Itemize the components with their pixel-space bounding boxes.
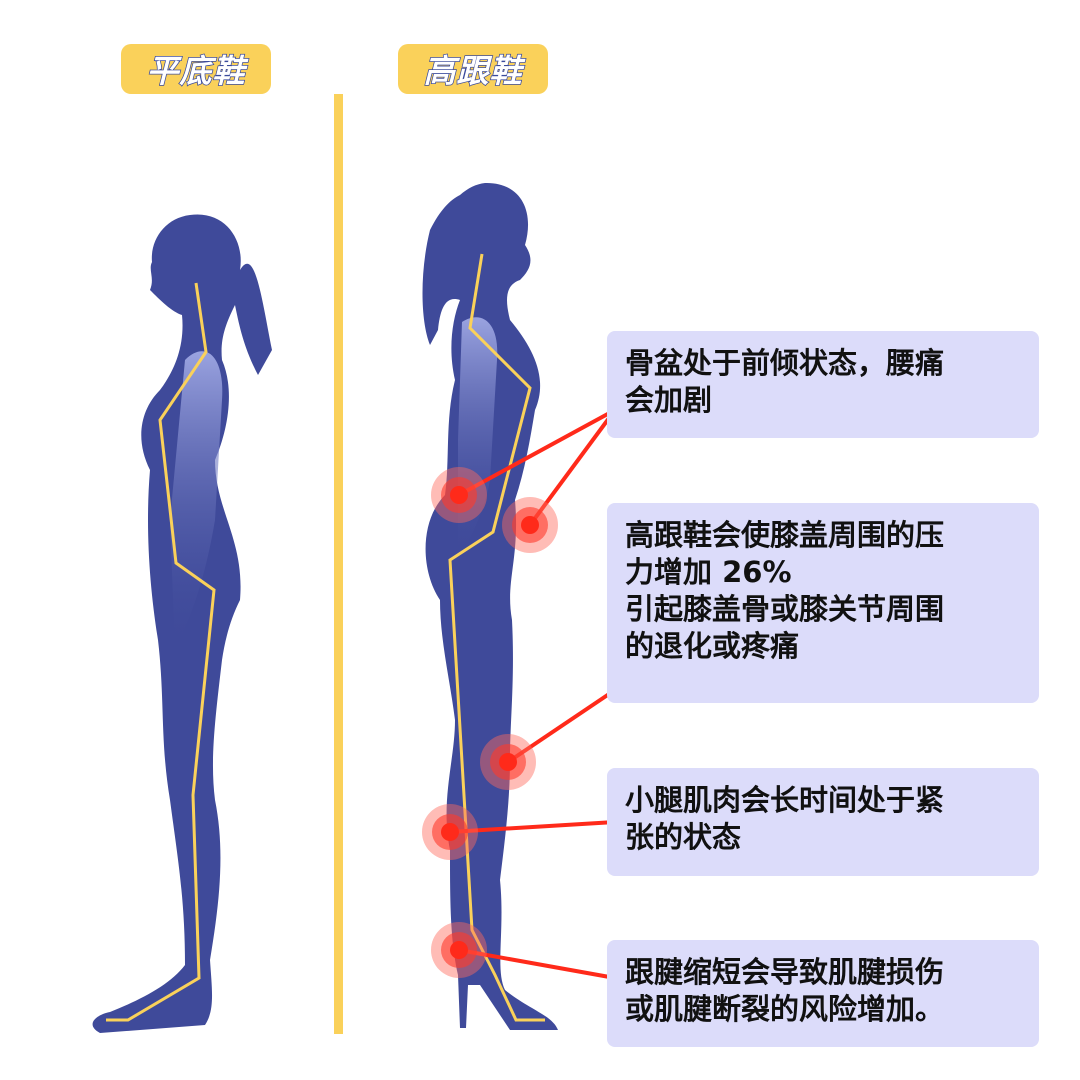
divider (334, 94, 343, 1034)
high-heel-spine-line (448, 253, 545, 1022)
callout-line: 骨盆处于前倾状态，腰痛 (625, 346, 945, 380)
callout-line: 的退化或疼痛 (625, 629, 800, 663)
callout-calf: 小腿肌肉会长时间处于紧 张的状态 (607, 768, 1039, 876)
pain-marker-calf (422, 804, 478, 860)
marker-center-dot (521, 516, 539, 534)
callout-knee: 高跟鞋会使膝盖周围的压 力增加 26% 引起膝盖骨或膝关节周围 的退化或疼痛 (607, 503, 1039, 703)
high-heel-silhouette (422, 182, 558, 1031)
callout-line: 小腿肌肉会长时间处于紧 (625, 783, 945, 817)
connector-line-knee (506, 688, 617, 764)
callout-pelvis: 骨盆处于前倾状态，腰痛 会加剧 (607, 331, 1039, 438)
flat-shoe-spine-line (106, 282, 216, 1022)
pain-markers (422, 467, 558, 978)
callout-line: 会加剧 (625, 383, 713, 417)
high-heels-label: 高跟鞋 (398, 44, 548, 94)
marker-center-dot (499, 753, 517, 771)
connector-line-calf (449, 820, 616, 834)
flat-shoes-label: 平底鞋 (121, 44, 271, 94)
pain-marker-achilles (431, 922, 487, 978)
callout-line: 引起膝盖骨或膝关节周围 (625, 592, 945, 626)
callout-line: 高跟鞋会使膝盖周围的压 (625, 518, 945, 552)
pain-marker-pelvis-front (431, 467, 487, 523)
marker-center-dot (441, 823, 459, 841)
callout-achilles: 跟腱缩短会导致肌腱损伤 或肌腱断裂的风险增加。 (607, 940, 1039, 1047)
marker-center-dot (450, 941, 468, 959)
connector-lines (449, 408, 617, 980)
flat-shoe-figure (92, 214, 272, 1033)
callout-line: 或肌腱断裂的风险增加。 (625, 992, 945, 1026)
callout-line: 张的状态 (625, 820, 742, 854)
connector-line-achilles (458, 948, 616, 980)
connector-line-pelvis-front (458, 408, 616, 497)
callout-line: 跟腱缩短会导致肌腱损伤 (625, 955, 945, 989)
high-heel-figure (422, 182, 558, 1031)
connector-line-pelvis-back (528, 408, 617, 527)
pain-marker-pelvis-back (502, 497, 558, 553)
flat-shoe-torso-highlight (170, 351, 223, 650)
marker-center-dot (450, 486, 468, 504)
callout-line: 力增加 26% (625, 555, 792, 589)
pain-marker-knee (480, 734, 536, 790)
